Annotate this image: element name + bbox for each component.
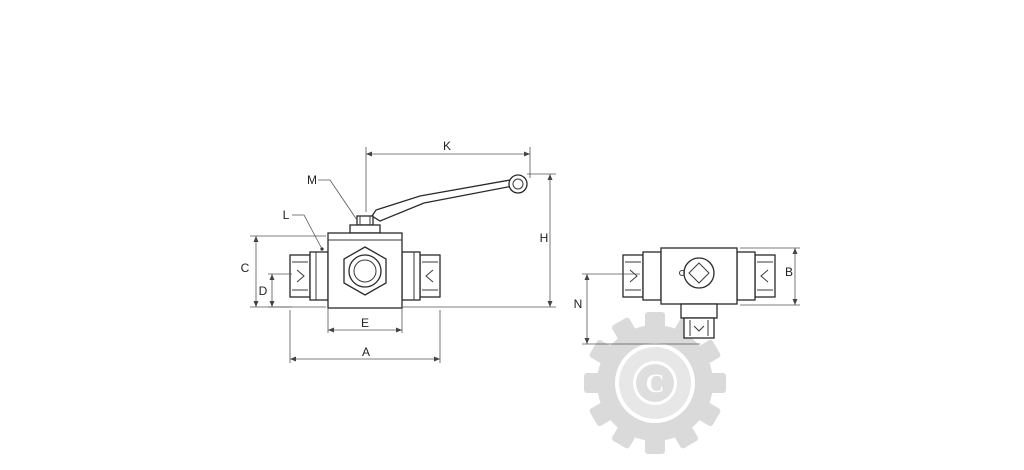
watermark-logo: C: [584, 312, 726, 454]
label-m: M: [307, 173, 317, 187]
watermark-glyph: C: [646, 369, 665, 398]
label-d: D: [259, 284, 268, 298]
label-b: B: [785, 265, 793, 279]
side-bottom-port: [680, 303, 718, 339]
leader-lines: [292, 179, 358, 251]
leader-dot-l: [320, 247, 324, 251]
handle-lever: [371, 174, 528, 222]
label-c: C: [241, 261, 250, 275]
dimension-k: [365, 147, 531, 212]
side-body: [660, 247, 738, 305]
valve-body: [327, 232, 403, 309]
side-right-fitting: [736, 251, 776, 301]
label-a: A: [362, 345, 370, 359]
dimension-b: [740, 247, 800, 306]
label-k: K: [443, 139, 451, 153]
left-fitting: [289, 251, 329, 301]
right-fitting: [401, 251, 441, 301]
valve-front-view: K M L H C D E A: [241, 139, 556, 363]
label-n: N: [574, 297, 583, 311]
dimension-e: [327, 308, 403, 333]
side-left-fitting: [622, 251, 662, 301]
label-e: E: [361, 316, 369, 330]
label-h: H: [540, 231, 549, 245]
dimension-n: [582, 273, 700, 345]
watermark-gear-icon: [584, 312, 726, 454]
dimension-h: [402, 173, 556, 308]
label-l: L: [283, 208, 290, 222]
dimension-d: [268, 273, 292, 308]
dimension-a: [289, 310, 441, 363]
valve-side-view: B N: [574, 247, 800, 345]
